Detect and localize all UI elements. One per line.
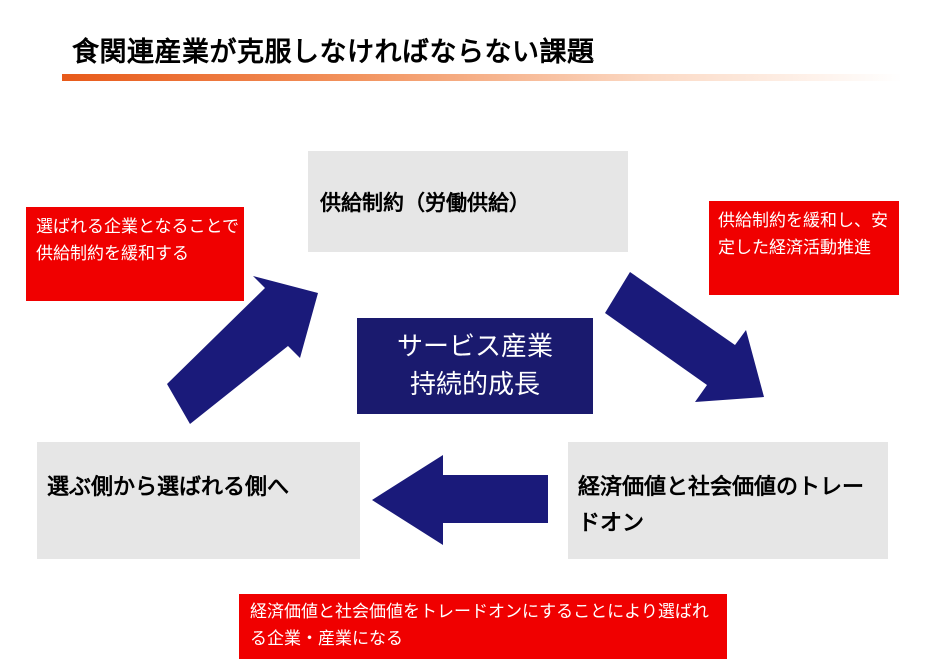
note-top-right-text: 供給制約を緩和し、安定した経済活動推進 xyxy=(718,211,888,258)
arrow-left-to-top xyxy=(167,276,318,424)
arrow-right-to-left xyxy=(372,455,548,545)
page-title: 食関連産業が克服しなければならない課題 xyxy=(72,37,595,68)
title-underline xyxy=(62,74,902,81)
node-chosen-side: 選ぶ側から選ばれる側へ xyxy=(37,442,360,559)
node-supply-constraint-label: 供給制約（労働供給） xyxy=(320,191,530,215)
note-bottom-text: 経済価値と社会価値をトレードオンにすることにより選ばれる企業・産業になる xyxy=(250,602,709,649)
node-trade-on-label: 経済価値と社会価値のトレードオン xyxy=(578,475,865,536)
center-goal-line2: 持続的成長 xyxy=(409,370,540,400)
note-top-left: 選ばれる企業となることで供給制約を緩和する xyxy=(26,207,244,301)
note-top-right: 供給制約を緩和し、安定した経済活動推進 xyxy=(709,201,899,295)
center-goal-line1: サービス産業 xyxy=(396,332,553,362)
node-supply-constraint: 供給制約（労働供給） xyxy=(308,151,628,252)
note-top-left-text: 選ばれる企業となることで供給制約を緩和する xyxy=(36,217,239,264)
center-goal-box: サービス産業 持続的成長 xyxy=(357,318,593,414)
note-bottom: 経済価値と社会価値をトレードオンにすることにより選ばれる企業・産業になる xyxy=(239,594,727,659)
arrow-top-to-right xyxy=(605,272,764,402)
node-trade-on: 経済価値と社会価値のトレードオン xyxy=(568,442,888,559)
node-chosen-side-label: 選ぶ側から選ばれる側へ xyxy=(47,475,290,500)
